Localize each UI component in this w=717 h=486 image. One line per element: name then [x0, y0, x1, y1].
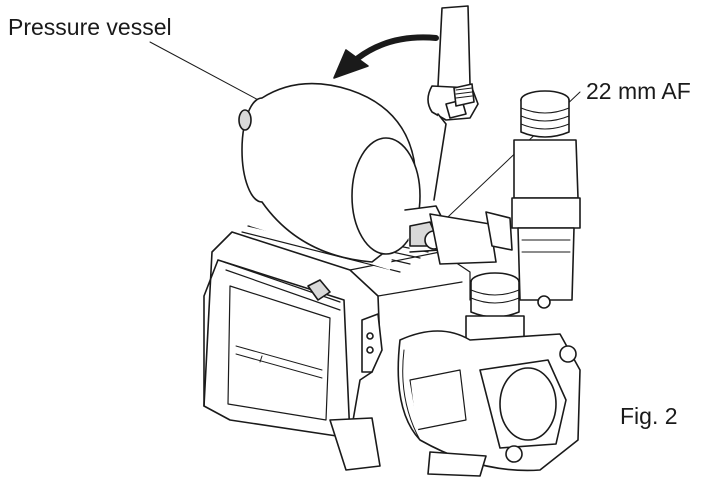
- motor-housing: [203, 231, 383, 439]
- adjustable-wrench-icon: [427, 5, 479, 201]
- curved-arrow-anticlockwise-icon: [333, 34, 439, 79]
- mounting-feet: [329, 417, 487, 477]
- pump-head: [397, 330, 581, 472]
- pressure-vessel: [238, 82, 449, 270]
- figure-number-label: Fig. 2: [620, 403, 678, 429]
- spanner-size-label: 22 mm AF: [586, 78, 691, 104]
- pressure-vessel-label: Pressure vessel: [8, 14, 172, 40]
- vessel-connector: [429, 211, 513, 265]
- outlet-fitting-upper: [511, 90, 581, 309]
